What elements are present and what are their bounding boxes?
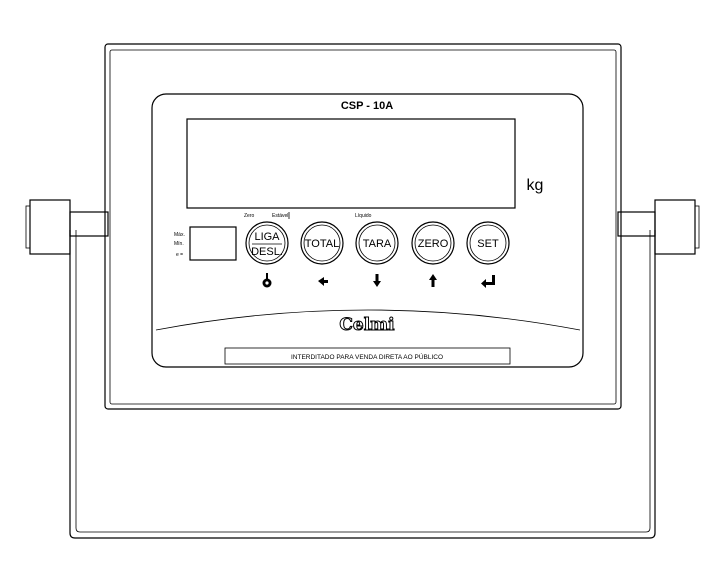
notice-strip [224, 347, 511, 365]
tara-button[interactable]: TARA [355, 221, 399, 265]
enter-icon [481, 275, 495, 288]
arrow-left-icon [318, 277, 328, 286]
capacity-window [189, 226, 237, 261]
zero-label: ZERO [418, 238, 449, 250]
total-button[interactable]: TOTAL [300, 221, 344, 265]
model-title: CSP - 10A [341, 100, 393, 112]
front-panel [151, 93, 584, 368]
set-button[interactable]: SET [466, 221, 510, 265]
annunciator-zero: Zero [244, 213, 255, 219]
mounting-bracket [25, 199, 700, 539]
annunciator-estavel: Estável [272, 213, 288, 219]
liga-label: LIGA [254, 231, 280, 243]
liga-desl-button[interactable]: LIGA DESL. [245, 221, 289, 265]
housing-outer [104, 43, 622, 410]
label-e: e = [176, 252, 183, 258]
label-min: Mín. [174, 241, 184, 247]
arrow-down-icon [373, 274, 381, 287]
annunciator-liquido: Líquido [355, 213, 372, 219]
set-label: SET [477, 238, 499, 250]
desl-label: DESL. [251, 246, 283, 258]
power-icon [262, 273, 272, 288]
total-label: TOTAL [305, 238, 339, 250]
zero-button[interactable]: ZERO [411, 221, 455, 265]
arrow-up-icon [429, 274, 437, 287]
unit-label: kg [527, 177, 544, 194]
weight-display [186, 118, 516, 209]
footer-notice: INTERDITADO PARA VENDA DIRETA AO PÚBLICO [291, 352, 443, 361]
label-max: Máx. [174, 232, 185, 238]
tara-label: TARA [363, 238, 392, 250]
brand-logo: Celmi [339, 315, 395, 335]
